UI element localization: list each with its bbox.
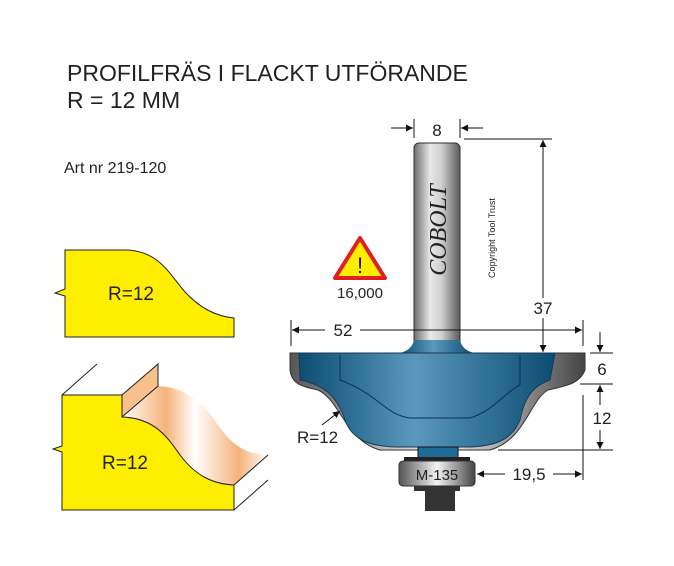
dim-shank: 8 bbox=[432, 121, 441, 140]
router-bit: COBOLT M-135 bbox=[289, 142, 586, 511]
dim-flange-height: 6 bbox=[597, 360, 606, 379]
profile-3d: R=12 bbox=[51, 362, 269, 511]
profile-2d: R=12 bbox=[53, 249, 235, 338]
brand-logo: COBOLT bbox=[426, 183, 452, 276]
article-number: Art nr 219-120 bbox=[64, 160, 166, 177]
dimensions bbox=[290, 119, 613, 480]
copyright: Copyright Tool Trust bbox=[487, 198, 497, 278]
title-line1: PROFILFRÄS I FLACKT UTFÖRANDE bbox=[67, 60, 468, 86]
max-rpm: 16,000 bbox=[337, 285, 383, 302]
dim-cut-height: 12 bbox=[593, 409, 612, 428]
bearing-label: M-135 bbox=[416, 467, 459, 484]
dim-diameter: 52 bbox=[334, 321, 353, 340]
dim-total-length: 37 bbox=[534, 299, 553, 318]
profile-2d-label: R=12 bbox=[108, 284, 154, 305]
profile-3d-label: R=12 bbox=[102, 453, 148, 474]
dim-bearing-offset: 19,5 bbox=[512, 465, 545, 484]
title-line2: R = 12 MM bbox=[67, 87, 180, 113]
svg-text:!: ! bbox=[357, 253, 363, 278]
radius-label: R=12 bbox=[297, 428, 338, 447]
warning-icon: ! bbox=[333, 236, 387, 280]
